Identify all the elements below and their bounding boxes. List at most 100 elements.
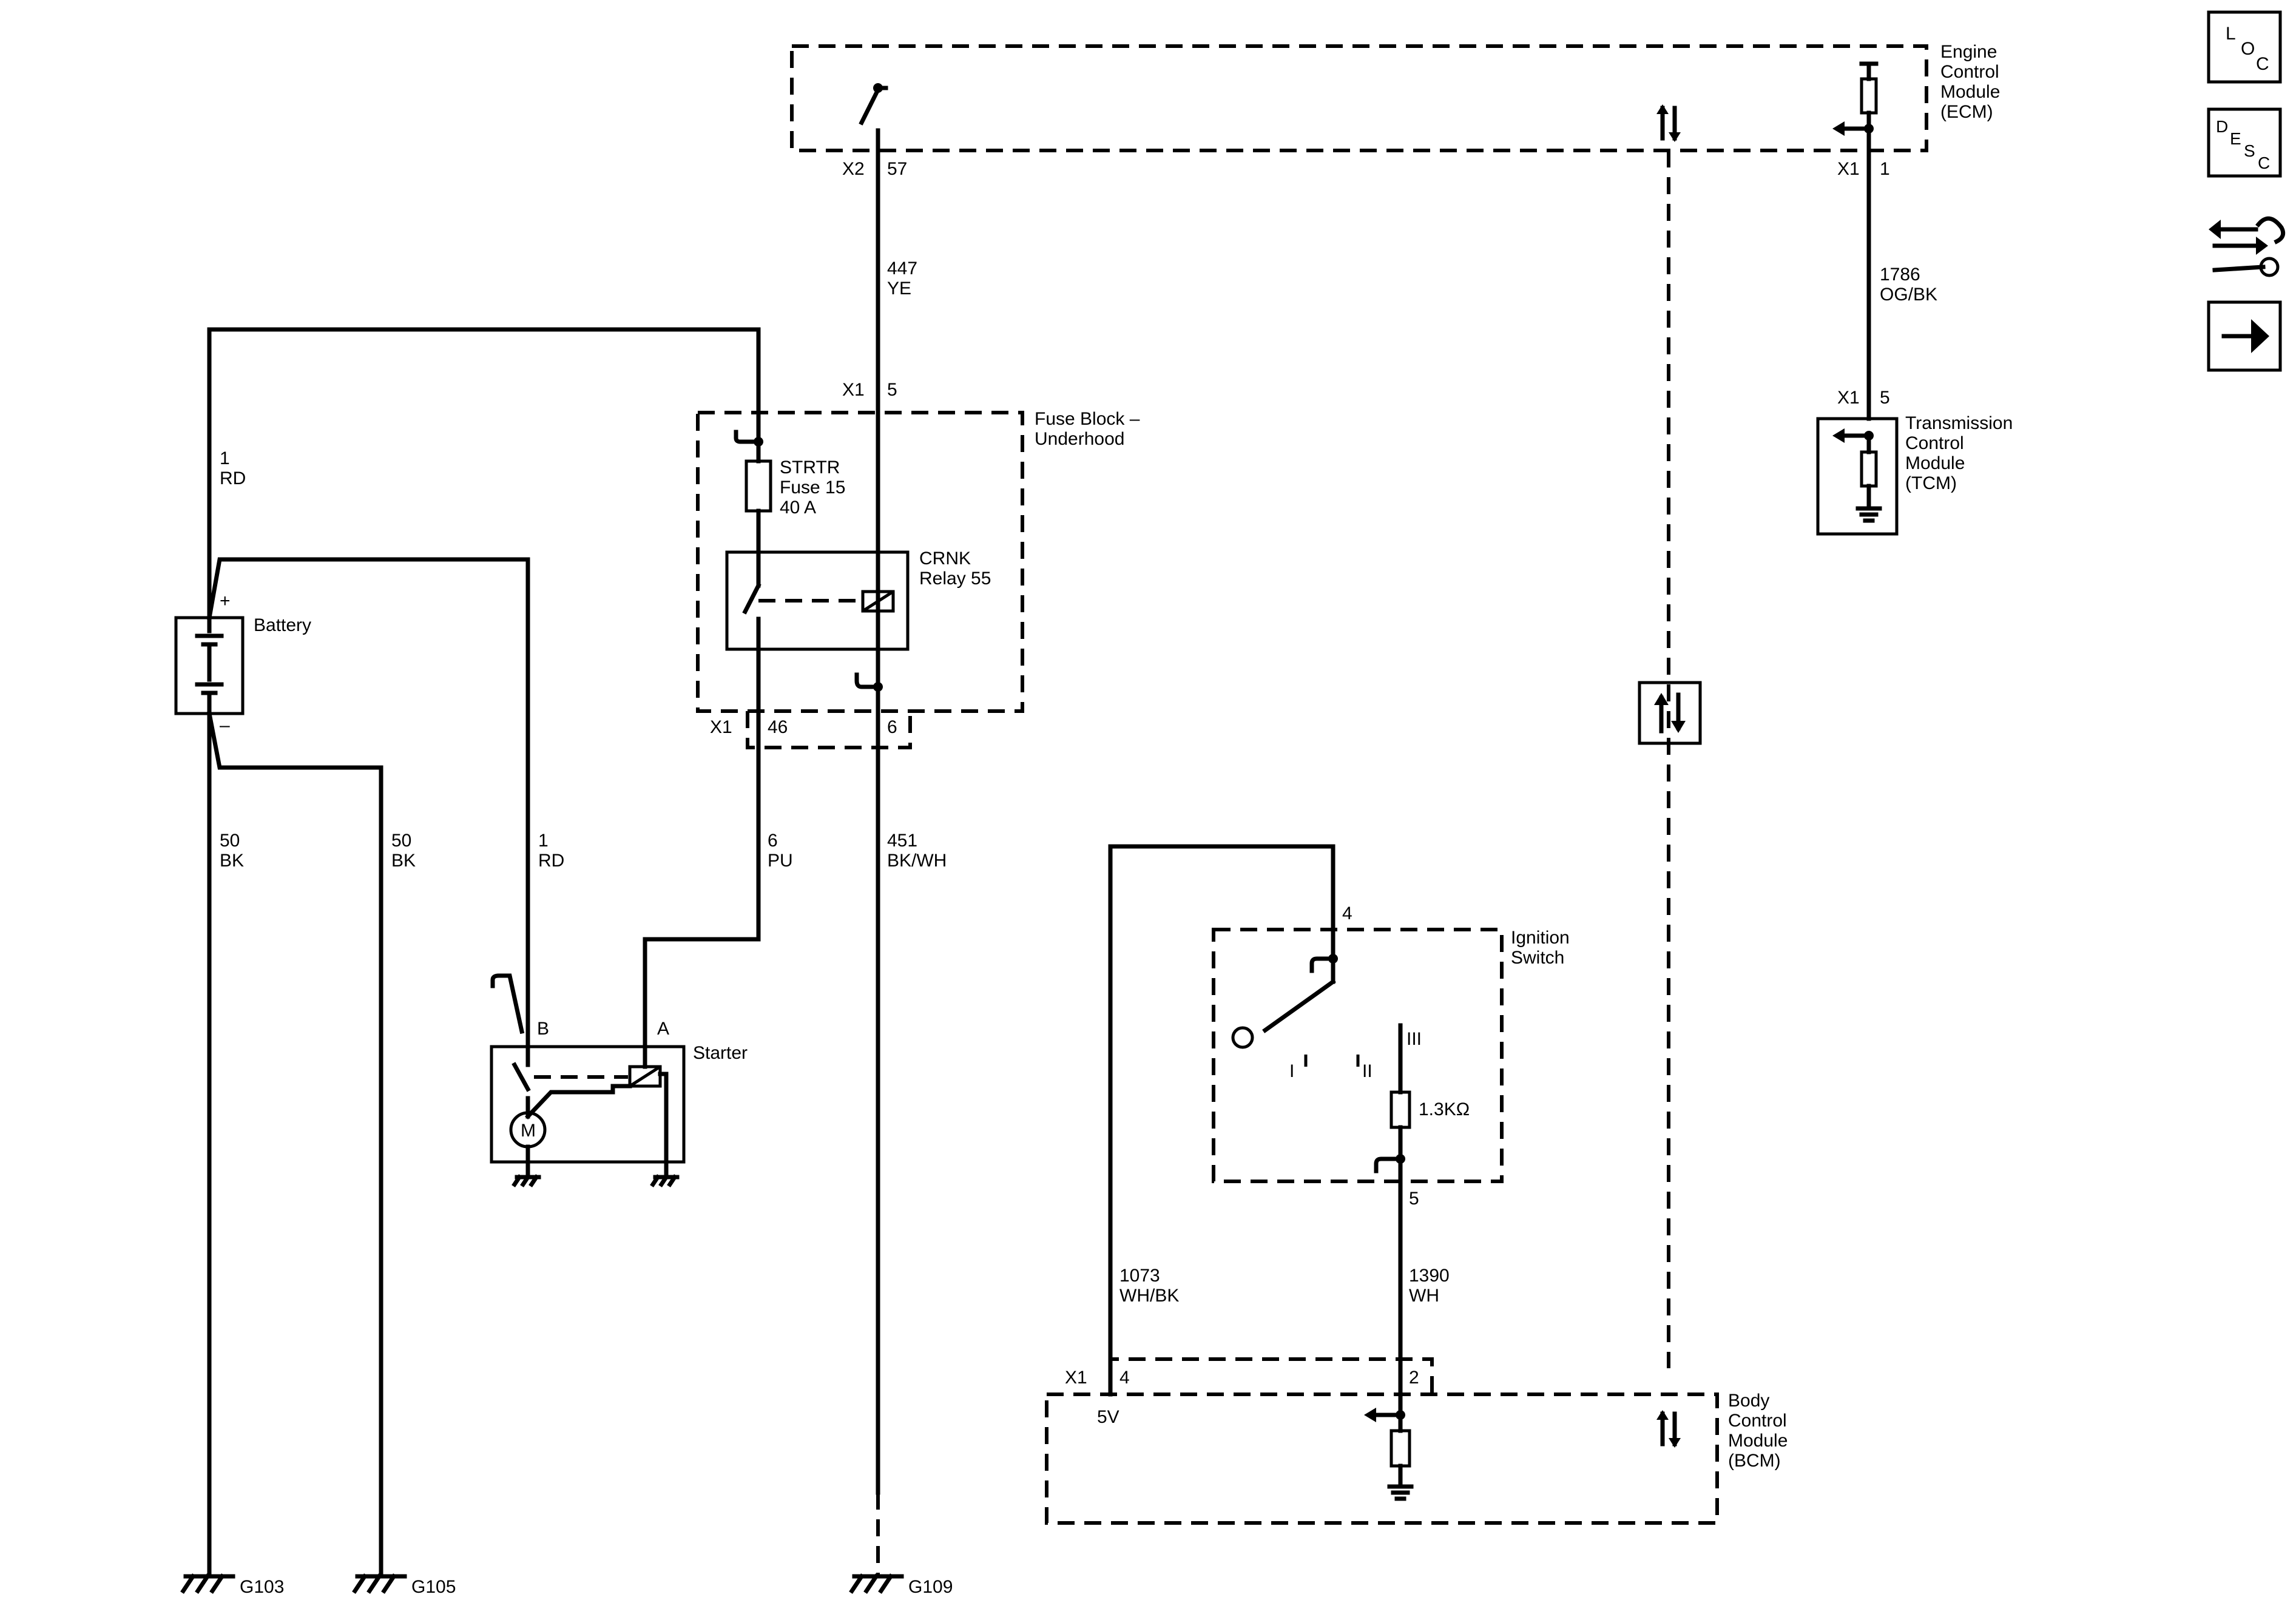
bcm-label-1: Body — [1728, 1391, 1769, 1411]
battery-plus: + — [220, 591, 231, 611]
connector-wrench-icon[interactable] — [2209, 216, 2286, 277]
circuit-50a-color: BK — [220, 851, 244, 871]
ground-g109-label: G109 — [908, 1577, 953, 1597]
fuse-label-1: STRTR — [780, 457, 840, 478]
bcm-pin-4: 4 — [1119, 1368, 1130, 1388]
ground-g109-icon: G109 — [849, 1573, 953, 1597]
tcm-x1-connector: X1 — [1837, 388, 1860, 408]
ignition-position-iii: III — [1406, 1029, 1422, 1049]
circuit-1786-number: 1786 — [1880, 265, 1920, 285]
ignition-position-ii: II — [1362, 1061, 1373, 1081]
ignition-resistor-value: 1.3KΩ — [1419, 1099, 1470, 1119]
fuse-block-x1-bottom: X1 — [710, 717, 732, 737]
fuse-block-pin-46: 46 — [768, 717, 788, 737]
fuse-block-label-2: Underhood — [1035, 429, 1124, 449]
bcm-x1-connector: X1 — [1065, 1368, 1087, 1388]
ecm-x1-pin: 1 — [1880, 159, 1890, 179]
ecm-x1-connector: X1 — [1837, 159, 1860, 179]
loc-letter-l: L — [2226, 24, 2236, 44]
ecm-label-3: Module — [1940, 82, 2000, 102]
loc-button[interactable]: L O C — [2207, 10, 2282, 84]
ignition-label-2: Switch — [1511, 948, 1564, 968]
relay-label-2: Relay 55 — [919, 569, 991, 589]
circuit-1390-color: WH — [1409, 1286, 1439, 1306]
desc-button[interactable]: D E S C — [2207, 107, 2282, 178]
bcm-label-4: (BCM) — [1728, 1451, 1781, 1471]
circuit-1786-color: OG/BK — [1880, 285, 1937, 305]
bcm-label-2: Control — [1728, 1411, 1787, 1431]
bcm-pin-2: 2 — [1409, 1368, 1419, 1388]
fuse-block-label-1: Fuse Block – — [1035, 409, 1140, 429]
tcm-label-3: Module — [1905, 453, 1965, 473]
starter: M B A Starter — [490, 973, 748, 1187]
fuse-label-3: 40 A — [780, 498, 816, 518]
starter-terminal-b: B — [537, 1019, 549, 1039]
ecm-label-4: (ECM) — [1940, 102, 1993, 122]
desc-letter-s: S — [2244, 141, 2255, 160]
ecm-x2-connector: X2 — [842, 159, 865, 179]
desc-letter-e: E — [2230, 129, 2241, 148]
circuit-451-color: BK/WH — [887, 851, 947, 871]
tcm-module: X1 5 Transmission Control Module (TCM) — [1816, 388, 2013, 536]
ground-g103-label: G103 — [240, 1577, 284, 1597]
data-link-arrows-icon — [1656, 104, 1681, 142]
relay-label-1: CRNK — [919, 549, 971, 569]
circuit-50b-number: 50 — [391, 831, 411, 851]
wire-1rd-battery-to-starter — [206, 557, 530, 1049]
bcm-5v-label: 5V — [1097, 1407, 1119, 1427]
ignition-label-1: Ignition — [1511, 928, 1570, 948]
tcm-label-1: Transmission — [1905, 413, 2013, 433]
fuse-block-x1-top-pin: 5 — [887, 380, 897, 400]
next-arrow-icon[interactable] — [2207, 300, 2282, 372]
circuit-50a-number: 50 — [220, 831, 240, 851]
wire-50bk-g105 — [206, 711, 383, 1579]
circuit-1rd-number: 1 — [538, 831, 549, 851]
circuit-1rd-color: RD — [538, 851, 564, 871]
bcm-data-link-arrows-icon — [1656, 1410, 1681, 1448]
circuit-1073-color: WH/BK — [1119, 1286, 1179, 1306]
ignition-pin-5: 5 — [1409, 1189, 1419, 1209]
circuit-1073-number: 1073 — [1119, 1266, 1160, 1286]
starter-ground-2-icon — [650, 1174, 680, 1187]
circuit-6-number: 6 — [768, 831, 778, 851]
circuit-1rd-top-number: 1 — [220, 448, 230, 468]
ignition-pin-4: 4 — [1342, 903, 1352, 923]
tcm-label-2: Control — [1905, 433, 1964, 453]
tcm-x1-pin: 5 — [1880, 388, 1890, 408]
ignition-switch: Ignition Switch I II III 1.3KΩ 4 5 — [1108, 844, 1570, 1365]
ecm-label-2: Control — [1940, 62, 1999, 82]
circuit-1rd-top-color: RD — [220, 468, 246, 488]
fuse-block-underhood: STRTR Fuse 15 40 A CRNK Relay 55 X1 5 X1… — [696, 380, 1140, 750]
circuit-1390-number: 1390 — [1409, 1266, 1450, 1286]
ecm-x2-pin: 57 — [887, 159, 907, 179]
starter-terminal-a: A — [657, 1019, 669, 1039]
ground-g105-label: G105 — [411, 1577, 456, 1597]
battery-minus: – — [220, 715, 230, 735]
loc-letter-c: C — [2256, 54, 2269, 74]
starter-label: Starter — [693, 1043, 748, 1063]
starter-ground-1-icon — [512, 1174, 541, 1187]
ecm-label-1: Engine — [1940, 42, 1997, 62]
ignition-position-i: I — [1289, 1061, 1294, 1081]
battery: Battery + – — [174, 591, 311, 735]
ground-g105-icon: G105 — [352, 1573, 456, 1597]
circuit-447-number: 447 — [887, 258, 917, 279]
circuit-447-color: YE — [887, 279, 911, 299]
wire-6pu — [643, 745, 761, 1049]
desc-letter-d: D — [2216, 117, 2228, 136]
ecm-module: Engine Control Module (ECM) X2 57 X1 1 — [790, 42, 2000, 179]
bcm-label-3: Module — [1728, 1431, 1788, 1451]
circuit-451-number: 451 — [887, 831, 917, 851]
wire-1073 — [1108, 844, 1335, 1365]
fuse-label-2: Fuse 15 — [780, 478, 845, 498]
wire-1rd-battery-to-fuse — [207, 327, 761, 620]
desc-letter-c: C — [2258, 154, 2270, 172]
starter-motor-m: M — [521, 1121, 536, 1141]
tcm-label-4: (TCM) — [1905, 473, 1957, 493]
loc-letter-o: O — [2241, 39, 2255, 59]
fuse-block-x1-top: X1 — [842, 380, 865, 400]
nav-panel: L O C D E S C — [2207, 10, 2286, 372]
crnk-relay-55 — [725, 550, 910, 651]
fuse-15-symbol — [745, 459, 772, 513]
